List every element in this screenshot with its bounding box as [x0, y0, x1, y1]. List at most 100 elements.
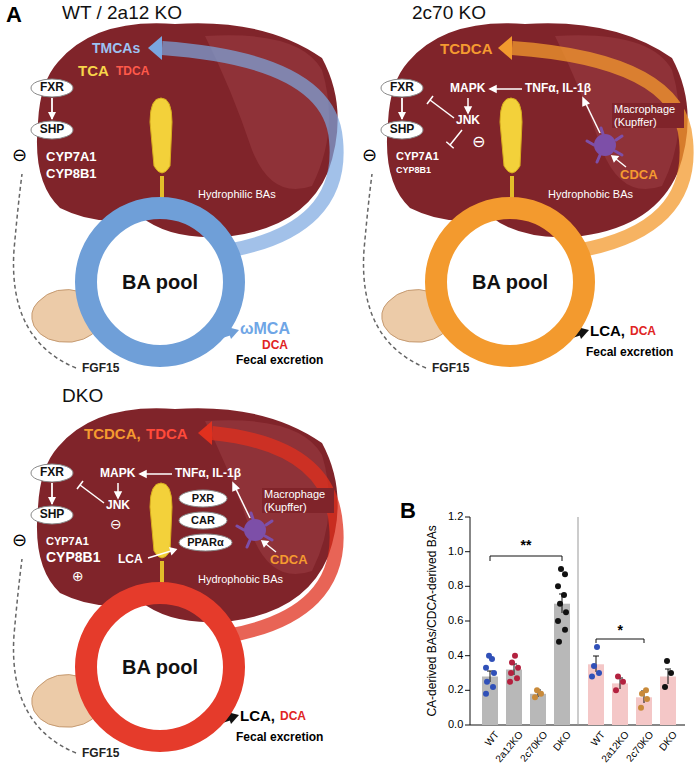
signal-arrow [51, 98, 53, 119]
node-text: PXR [192, 492, 215, 505]
node-text: PPARα [187, 536, 224, 549]
bile-acid-label: ωMCA [240, 320, 290, 338]
ellipse-outline [381, 79, 423, 97]
bile-acid-label: LCA, [240, 707, 275, 724]
pathway-label: JNK [106, 499, 130, 513]
cytokine-label: TNFα, IL-1β [525, 82, 591, 96]
panel-dko [14, 408, 338, 753]
macrophage-cell [587, 128, 622, 162]
group-separator [578, 517, 579, 725]
excretion-label: Fecal excretion [586, 346, 673, 360]
receptor-ellipse: FXR [30, 78, 74, 98]
panel-wt [14, 23, 338, 368]
cytokine-label: TNFα, IL-1β [175, 467, 241, 481]
bile-acid-label: TCDCA [440, 40, 493, 57]
bile-acid-label: TMCAs [92, 40, 140, 56]
cell-label: Macrophage (Kupffer) [612, 103, 684, 128]
bile-acid-label: CDCA [270, 553, 308, 568]
signal-arrow [51, 483, 53, 504]
fgf15-feedback [364, 174, 426, 368]
dots-2a12 [507, 653, 626, 694]
excretion-label: Fecal excretion [236, 354, 323, 368]
region-label: Hydrophilic BAs [198, 188, 276, 201]
excretion-label: Fecal excretion [236, 731, 323, 745]
gene-label: CYP7A1 [46, 535, 89, 548]
inhibit-symbol: ⊖ [12, 146, 27, 164]
dots-dko [555, 566, 674, 690]
ellipse-outline [31, 506, 73, 524]
gene-label: CYP8B1 [46, 167, 97, 182]
signal-arrow [401, 98, 403, 119]
bile-acid-label: TCDCA, [84, 425, 141, 442]
arrow-head [498, 36, 512, 60]
receptor-ellipse: CAR [178, 511, 228, 530]
ellipse-outline [31, 464, 73, 482]
panel-title: WT / 2a12 KO [62, 2, 182, 24]
inhibit-symbol: ⊖ [362, 146, 377, 164]
receptor-ellipse: FXR [30, 463, 74, 483]
ring-circle [86, 208, 234, 356]
fgf15-feedback [14, 559, 76, 753]
panel-title: DKO [62, 385, 103, 407]
inhibit-symbol: ⊖ [472, 134, 485, 150]
category-label: DKO [551, 729, 574, 753]
bile-acid-label: TDCA [116, 65, 149, 79]
ring-circle [86, 593, 234, 741]
ba-pool-ring: BA pool [75, 582, 245, 752]
fgf15-feedback [14, 174, 76, 368]
receptor-ellipse: SHP [380, 120, 424, 140]
region-label: Hydrophobic BAs [198, 573, 283, 586]
return-arrow [212, 433, 337, 636]
bars-left [482, 604, 570, 725]
bile-acid-label: LCA [118, 553, 143, 567]
tick-label: 0.8 [448, 579, 463, 592]
error-bars [487, 594, 671, 703]
arrow-head [198, 421, 212, 445]
y-ticks [465, 517, 470, 725]
ring-circle [436, 208, 584, 356]
arrow-head [148, 36, 162, 60]
node-text: BA pool [122, 656, 198, 679]
receptor-ellipse: SHP [30, 505, 74, 525]
node-text: BA pool [122, 271, 198, 294]
tick-label: 0.0 [448, 718, 463, 731]
node-text: FXR [40, 466, 64, 480]
region-label: Hydrophobic BAs [548, 188, 633, 201]
gene-label: CYP8B1 [396, 165, 431, 175]
panel-title: 2c70 KO [412, 2, 486, 24]
dots-wt [483, 644, 602, 697]
ellipse-outline [31, 121, 73, 139]
hormone-label: FGF15 [82, 747, 119, 761]
gene-label: CYP7A1 [396, 150, 439, 163]
signal-lines [77, 471, 276, 558]
tick-label: 0.2 [448, 683, 463, 696]
activate-symbol: ⊕ [72, 569, 84, 583]
significance-mark: * [618, 622, 623, 638]
gallbladder [500, 98, 522, 173]
pathway-label: MAPK [100, 467, 135, 481]
inhibit-symbol: ⊖ [12, 531, 27, 549]
bile-acid-label: TCA [78, 62, 109, 79]
receptor-ellipse: FXR [380, 78, 424, 98]
hormone-label: FGF15 [82, 362, 119, 376]
pathway-label: MAPK [450, 82, 485, 96]
bars-right [588, 664, 676, 725]
pathway-label: JNK [456, 114, 480, 128]
tick-label: 0.4 [448, 649, 463, 662]
receptor-ellipse: PPARα [178, 533, 233, 552]
tick-label: 1.0 [448, 545, 463, 558]
significance-mark: ** [521, 537, 532, 553]
receptor-ellipse: SHP [30, 120, 74, 140]
tick-label: 0.6 [448, 614, 463, 627]
bile-acid-label: LCA, [590, 322, 625, 339]
hormone-label: FGF15 [432, 362, 469, 376]
node-text: FXR [390, 81, 414, 95]
bile-acid-label: TDCA [146, 425, 188, 442]
panel-letter: B [400, 498, 416, 523]
bile-acid-label: DCA [630, 325, 656, 339]
significance-brackets [490, 556, 644, 643]
dots-2c70 [532, 687, 650, 710]
gene-label: CYP8B1 [46, 549, 100, 565]
